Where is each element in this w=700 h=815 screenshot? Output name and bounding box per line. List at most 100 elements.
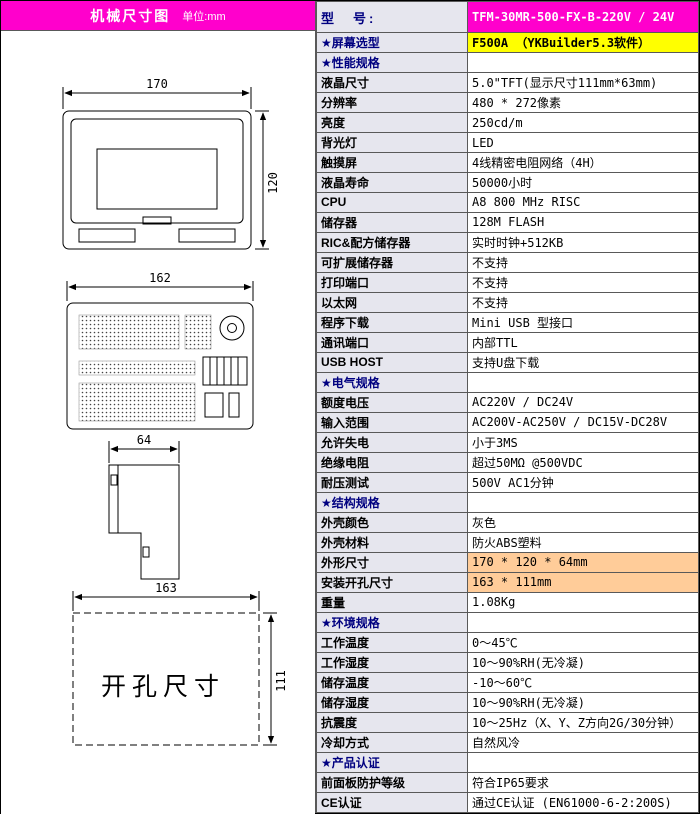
spec-value: Mini USB 型接口 (467, 311, 699, 333)
spec-label: ★电气规格 (316, 371, 468, 393)
front-height-dimension: 120 (266, 172, 280, 194)
spec-value: 小于3MS (467, 431, 699, 453)
spec-label: 储存器 (316, 211, 468, 233)
spec-row: 储存温度-10～60℃ (316, 671, 699, 693)
spec-label: 液晶寿命 (316, 171, 468, 193)
spec-value: 500V AC1分钟 (467, 471, 699, 493)
spec-label: 输入范围 (316, 411, 468, 433)
spec-label: 储存湿度 (316, 691, 468, 713)
spec-value: 实时时钟+512KB (467, 231, 699, 253)
cutout-caption: 开孔尺寸 (101, 673, 225, 701)
spec-row: 以太网不支持 (316, 291, 699, 313)
spec-value: 不支持 (467, 251, 699, 273)
spec-value: 不支持 (467, 271, 699, 293)
spec-row: 外壳材料防火ABS塑料 (316, 531, 699, 553)
cutout-height-dimension: 111 (274, 670, 288, 692)
cutout-width-dimension: 163 (155, 581, 177, 595)
spec-value: A8 800 MHz RISC (467, 191, 699, 213)
back-width-dimension: 162 (149, 271, 171, 285)
spec-label: 打印端口 (316, 271, 468, 293)
spec-row: 打印端口不支持 (316, 271, 699, 293)
spec-label: 前面板防护等级 (316, 771, 468, 793)
spec-label: 亮度 (316, 112, 468, 134)
spec-row: ★结构规格 (316, 491, 699, 513)
model-value: TFM-30MR-500-FX-B-220V / 24V (467, 0, 699, 34)
drawing-area: 170 120 162 64 163 111 开孔尺寸 (1, 31, 315, 815)
back-view-drawing (66, 281, 254, 430)
spec-value (467, 611, 699, 633)
spec-label: 程序下载 (316, 311, 468, 333)
spec-label: 外形尺寸 (316, 551, 468, 573)
spec-value: 10～25Hz（X、Y、Z方向2G/30分钟） (467, 711, 699, 733)
cutout-drawing (72, 591, 277, 746)
mechanical-drawings: 170 120 162 64 163 111 开孔尺寸 (62, 77, 288, 746)
side-view-drawing (108, 441, 180, 580)
spec-label: ★结构规格 (316, 491, 468, 513)
spec-label: 工作湿度 (316, 651, 468, 673)
spec-value: LED (467, 132, 699, 153)
front-width-dimension: 170 (146, 77, 168, 91)
spec-label: 额度电压 (316, 391, 468, 413)
spec-label: CPU (316, 191, 468, 213)
spec-value: 支持U盘下载 (467, 351, 699, 373)
spec-value (467, 491, 699, 513)
spec-value: 不支持 (467, 291, 699, 313)
spec-label: 冷却方式 (316, 731, 468, 753)
spec-value: 10～90%RH(无冷凝) (467, 651, 699, 673)
spec-value (467, 52, 699, 74)
spec-label: 可扩展储存器 (316, 251, 468, 273)
spec-label: 以太网 (316, 291, 468, 313)
spec-label: 安装开孔尺寸 (316, 571, 468, 593)
spec-label: 触摸屏 (316, 152, 468, 173)
spec-label: ★性能规格 (316, 52, 468, 74)
front-view-drawing (62, 87, 269, 250)
spec-value: 480 * 272像素 (467, 92, 699, 114)
spec-value (467, 751, 699, 773)
spec-label: 液晶尺寸 (316, 72, 468, 94)
spec-label: CE认证 (316, 791, 468, 813)
mechanical-header: 机械尺寸图 单位:mm (1, 1, 315, 31)
unit-label: 单位:mm (182, 10, 226, 23)
spec-label: ★环境规格 (316, 611, 468, 633)
spec-row: 允许失电小于3MS (316, 431, 699, 453)
spec-row: ★环境规格 (316, 611, 699, 633)
spec-value: AC200V-AC250V / DC15V-DC28V (467, 411, 699, 433)
spec-value: 0～45℃ (467, 631, 699, 653)
spec-value: 128M FLASH (467, 211, 699, 233)
spec-label: 绝缘电阻 (316, 451, 468, 473)
spec-row: ★产品认证 (316, 751, 699, 773)
spec-value: 自然风冷 (467, 731, 699, 753)
spec-value: 灰色 (467, 511, 699, 533)
spec-label: 背光灯 (316, 132, 468, 153)
spec-value: F500A （YKBuilder5.3软件） (467, 32, 699, 54)
spec-row: CE认证通过CE认证 (EN61000-6-2:200S) (316, 791, 699, 813)
spec-row: 冷却方式自然风冷 (316, 731, 699, 753)
spec-value: 250cd/m (467, 112, 699, 134)
spec-label: 通讯端口 (316, 331, 468, 353)
spec-label: 储存温度 (316, 671, 468, 693)
spec-value: 防火ABS塑料 (467, 531, 699, 553)
side-width-dimension: 64 (137, 433, 151, 447)
spec-value: 内部TTL (467, 331, 699, 353)
spec-value: 通过CE认证 (EN61000-6-2:200S) (467, 791, 699, 813)
spec-value: AC220V / DC24V (467, 391, 699, 413)
spec-value: 170 * 120 * 64mm (467, 551, 699, 573)
spec-label: 重量 (316, 591, 468, 613)
spec-row: ★性能规格 (316, 52, 699, 74)
spec-value (467, 371, 699, 393)
spec-value: 10～90%RH(无冷凝) (467, 691, 699, 713)
